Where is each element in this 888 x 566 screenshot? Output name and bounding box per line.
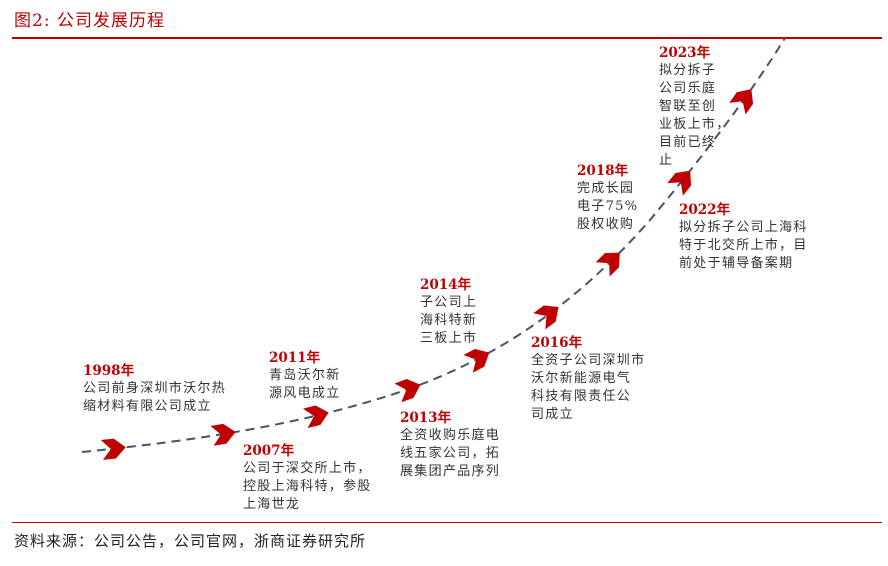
event-line: 上海世龙	[243, 497, 301, 512]
event-2013: 2013年 全资收购乐庭电 线五家公司，拓 展集团产品序列	[400, 409, 500, 481]
event-line: 公司乐庭	[659, 81, 717, 96]
event-line: 公司于深交所上市，	[243, 461, 372, 476]
event-line: 全资收购乐庭电	[400, 428, 501, 443]
chevron-arrow-icon	[394, 379, 421, 403]
event-line: 拟分拆子公司上海科	[679, 220, 808, 235]
event-line: 子公司上	[420, 295, 478, 310]
event-2007: 2007年 公司于深交所上市， 控股上海科特，参股 上海世龙	[243, 442, 372, 514]
event-line: 全资子公司深圳市	[531, 353, 646, 368]
source-note: 资料来源：公司公告，公司官网，浙商证券研究所	[14, 532, 367, 550]
event-line: 控股上海科特，参股	[243, 479, 372, 494]
event-line: 智联至创	[659, 99, 717, 114]
event-year: 2013年	[400, 410, 452, 426]
event-line: 科技有限责任公	[531, 389, 632, 404]
event-2023: 2023年 拟分拆子 公司乐庭 智联至创 业板上市， 目前已终 止	[659, 44, 731, 170]
event-year: 1998年	[83, 363, 135, 379]
event-line: 线五家公司，拓	[400, 446, 501, 461]
event-line: 股权收购	[577, 217, 635, 232]
event-line: 司成立	[531, 407, 574, 422]
event-year: 2018年	[577, 163, 629, 179]
event-2016: 2016年 全资子公司深圳市 沃尔新能源电气 科技有限责任公 司成立	[531, 334, 645, 424]
event-2018: 2018年 完成长园 电子75% 股权收购	[577, 162, 638, 234]
chevron-arrow-icon	[210, 423, 236, 446]
event-line: 展集团产品序列	[400, 464, 501, 479]
event-year: 2014年	[420, 277, 472, 293]
chevron-arrow-icon	[463, 348, 490, 373]
event-line: 沃尔新能源电气	[531, 371, 632, 386]
event-line: 电子75%	[577, 199, 639, 214]
event-line: 缩材料有限公司成立	[83, 399, 212, 414]
chevron-arrow-icon	[595, 252, 620, 277]
event-year: 2016年	[531, 335, 583, 351]
event-line: 公司前身深圳市沃尔热	[83, 381, 227, 396]
event-line: 源风电成立	[269, 386, 341, 401]
event-line: 业板上市，	[659, 117, 731, 132]
event-line: 目前已终	[659, 135, 717, 150]
event-1998: 1998年 公司前身深圳市沃尔热 缩材料有限公司成立	[83, 362, 226, 416]
event-year: 2007年	[243, 443, 295, 459]
event-2022: 2022年 拟分拆子公司上海科 特于北交所上市，目 前处于辅导备案期	[679, 201, 808, 273]
event-line: 拟分拆子	[659, 63, 717, 78]
chevron-arrow-icon	[533, 305, 559, 330]
chevron-arrow-icon	[667, 170, 692, 196]
bottom-divider	[12, 522, 882, 523]
event-line: 完成长园	[577, 181, 635, 196]
figure-title: 图2: 公司发展历程	[14, 11, 165, 31]
event-2014: 2014年 子公司上 海科特新 三板上市	[420, 276, 477, 348]
event-year: 2011年	[269, 350, 321, 366]
chevron-arrow-icon	[729, 89, 754, 115]
event-line: 海科特新	[420, 313, 478, 328]
event-line: 三板上市	[420, 331, 478, 346]
event-line: 青岛沃尔新	[269, 368, 341, 383]
event-line: 止	[659, 153, 674, 168]
event-line: 特于北交所上市，目	[679, 238, 808, 253]
chevron-arrow-icon	[302, 405, 329, 429]
dashed-timeline-path	[81, 37, 786, 453]
event-line: 前处于辅导备案期	[679, 256, 794, 271]
chevron-arrow-icon	[100, 438, 126, 460]
event-2011: 2011年 青岛沃尔新 源风电成立	[269, 349, 341, 403]
event-year: 2022年	[679, 202, 731, 218]
top-divider	[12, 37, 882, 39]
event-year: 2023年	[659, 45, 711, 61]
